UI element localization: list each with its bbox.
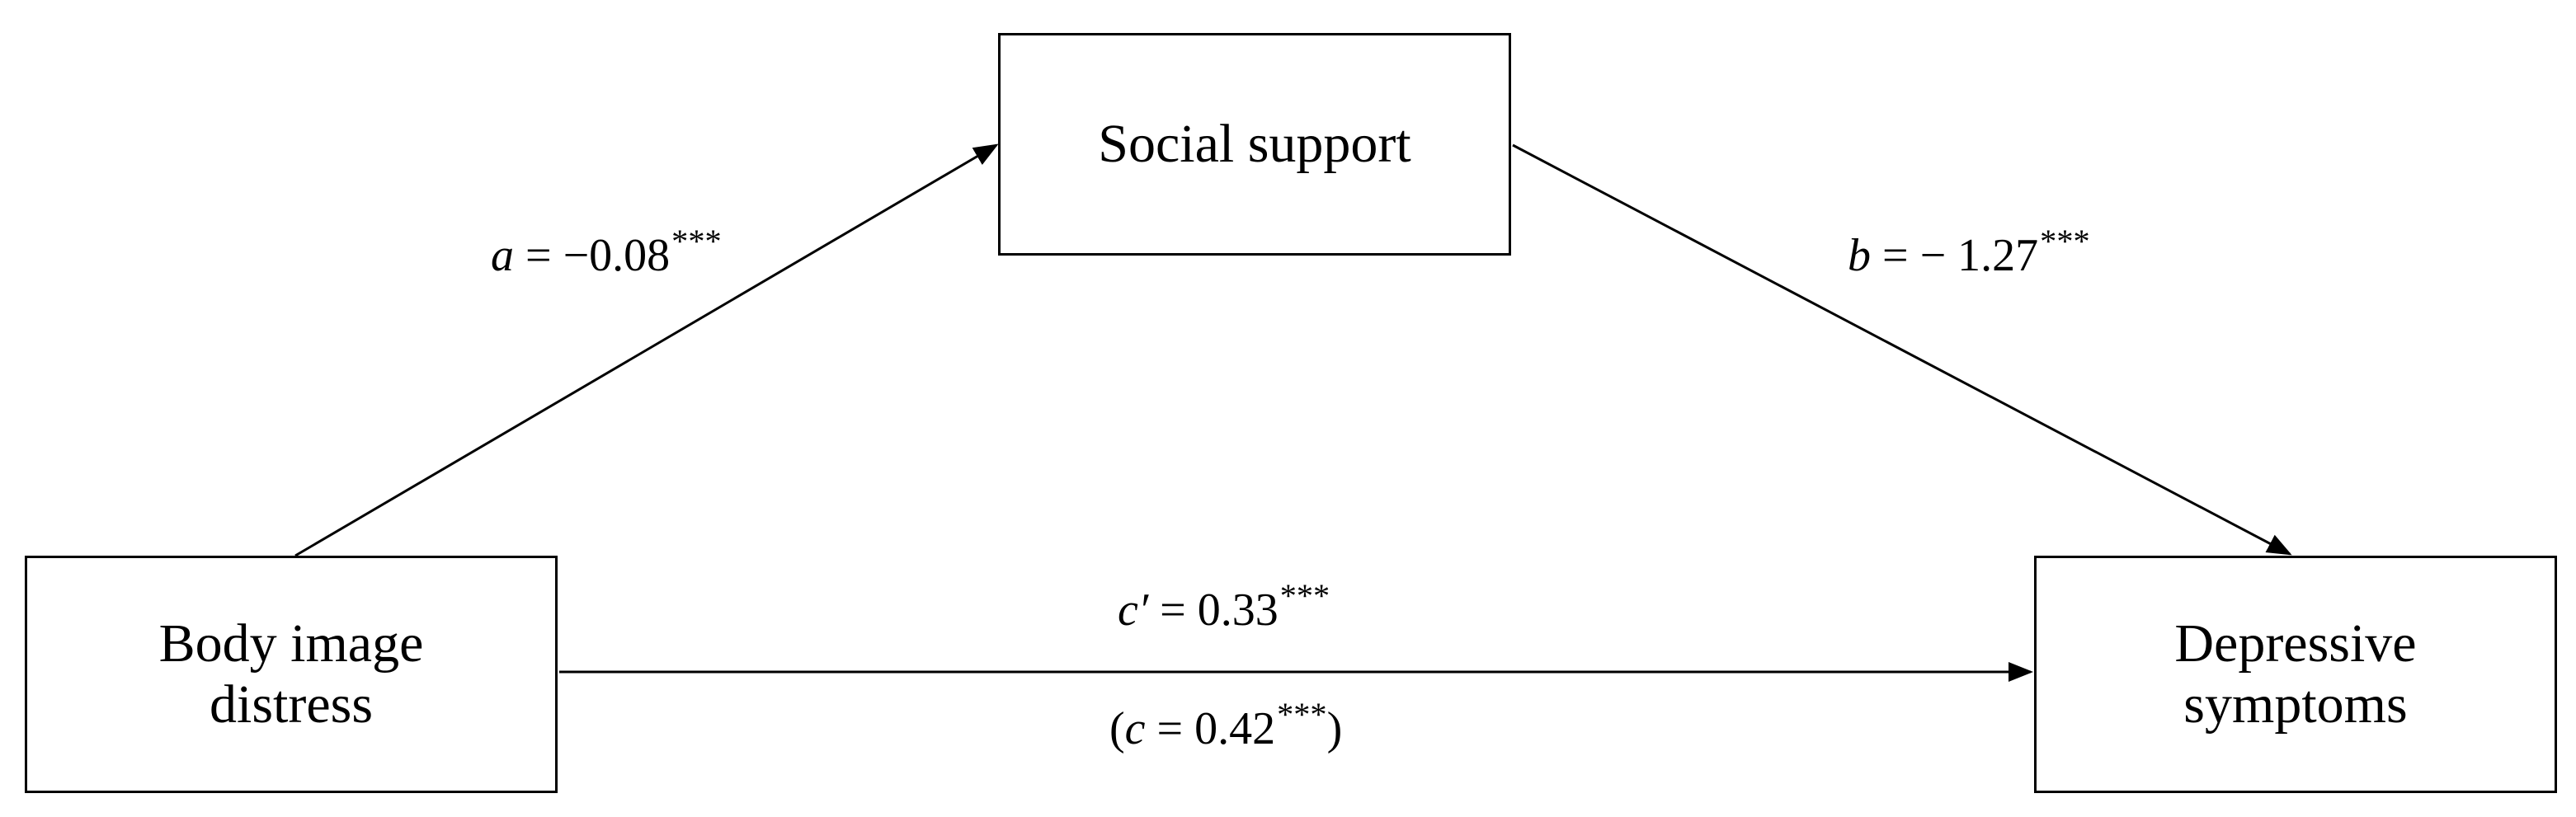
predictor-node-body-image-distress: Body image distress xyxy=(25,556,558,793)
path-c-total-open-paren: ( xyxy=(1109,703,1125,754)
path-c-total-symbol: c xyxy=(1124,703,1146,754)
path-c-total-coefficient: = 0.42 xyxy=(1145,703,1276,754)
outcome-node-label-line-2: symptoms xyxy=(2183,674,2408,735)
path-b-significance: *** xyxy=(2040,222,2090,260)
path-c-prime-symbol: c′ xyxy=(1118,585,1149,636)
path-a-significance: *** xyxy=(671,222,722,260)
path-a-arrow xyxy=(294,143,999,557)
predictor-node-label-line-1: Body image xyxy=(158,613,424,674)
path-c-prime-label: c′ = 0.33*** xyxy=(1118,579,1330,636)
mediator-node-label: Social support xyxy=(1098,114,1411,175)
path-b-coefficient: = − 1.27 xyxy=(1871,230,2039,281)
path-c-prime-coefficient: = 0.33 xyxy=(1148,585,1279,636)
path-c-total-close-paren: ) xyxy=(1326,703,1343,754)
mediator-node-social-support: Social support xyxy=(998,33,1511,256)
path-b-label: b = − 1.27*** xyxy=(1848,224,2090,281)
path-a-symbol: a xyxy=(491,230,514,281)
outcome-node-depressive-symptoms: Depressive symptoms xyxy=(2034,556,2557,793)
path-b-symbol: b xyxy=(1848,230,1871,281)
path-c-total-significance: *** xyxy=(1277,695,1327,733)
predictor-node-label-line-2: distress xyxy=(210,674,373,735)
path-b-arrow xyxy=(1512,143,2292,556)
path-c-prime-significance: *** xyxy=(1279,576,1330,614)
path-c-total-label: (c = 0.42***) xyxy=(1109,697,1343,754)
path-a-label: a = −0.08*** xyxy=(491,224,722,281)
outcome-node-label-line-1: Depressive xyxy=(2174,613,2417,674)
path-a-coefficient: = −0.08 xyxy=(514,230,671,281)
